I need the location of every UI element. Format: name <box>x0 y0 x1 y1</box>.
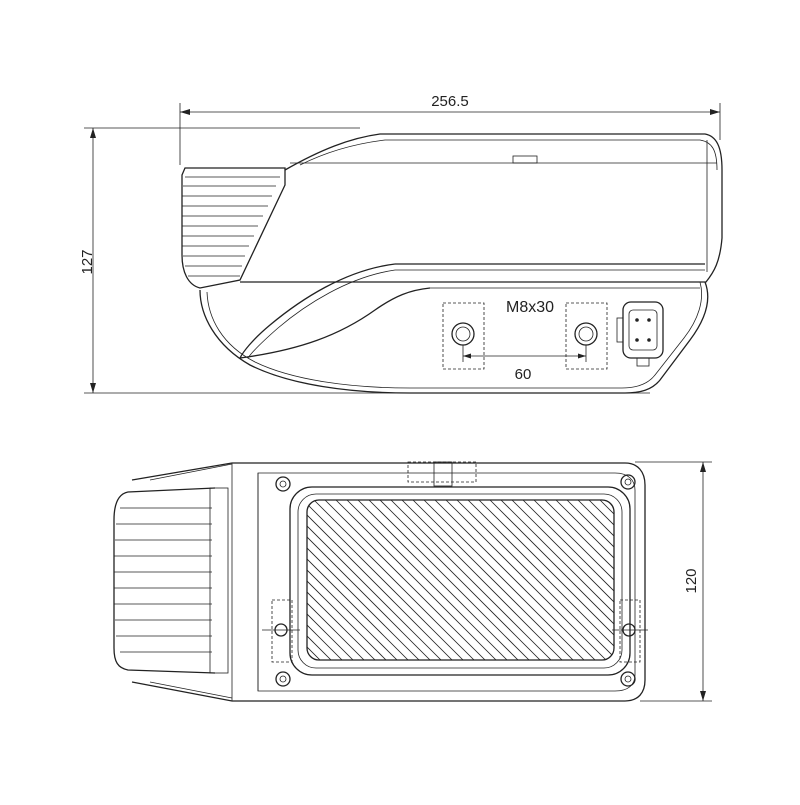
hatch-line <box>544 500 614 660</box>
upper-housing <box>240 133 723 283</box>
hatch-line <box>445 500 614 660</box>
top-pedal-ribs <box>113 463 233 699</box>
hatch-line <box>307 500 309 660</box>
dimension-height-label: 127 <box>79 249 96 274</box>
hatch-line <box>500 500 614 660</box>
nut-right <box>612 599 648 663</box>
hatch-line <box>533 500 614 660</box>
bolt-left <box>442 302 485 370</box>
dimension-length-label: 256.5 <box>431 93 469 110</box>
bolt-spec-label: M8x30 <box>506 299 554 316</box>
dimension-bolt-spacing-label: 60 <box>515 366 532 383</box>
tread-pad <box>127 486 800 676</box>
hatch-line <box>368 500 540 660</box>
hatch-line <box>307 500 320 660</box>
screw-bottom-left <box>275 671 291 687</box>
hatch-line <box>478 500 614 660</box>
screw-top-left <box>275 476 291 492</box>
pedal-ribs <box>181 167 286 289</box>
hatch-line <box>357 500 529 660</box>
hatch-line <box>307 500 430 660</box>
dimension-width: 120 <box>635 461 712 702</box>
hatch-line <box>307 500 419 660</box>
dimension-length: 256.5 <box>179 93 721 165</box>
hatch-line <box>324 500 496 660</box>
nut-left <box>262 599 300 663</box>
hatch-line <box>307 500 331 660</box>
hatch-line <box>307 500 474 660</box>
side-view: 256.5 127 <box>79 93 723 394</box>
dimension-bolt-spacing: 60 <box>462 345 587 383</box>
hatch-line <box>307 500 386 660</box>
hatch-line <box>522 500 614 660</box>
hatch-line <box>390 500 562 660</box>
screw-bottom-right <box>620 671 636 687</box>
hatch-line <box>412 500 584 660</box>
hatch-line <box>307 500 342 660</box>
hatch-line <box>127 500 297 670</box>
hatch-line <box>555 500 614 660</box>
hatch-line <box>401 500 573 660</box>
hatch-line <box>577 500 614 660</box>
hatch-line <box>633 500 800 670</box>
hatch-line <box>307 500 353 660</box>
hatch-line <box>307 500 364 660</box>
dimension-width-label: 120 <box>683 568 700 593</box>
screw-top-right <box>620 474 636 490</box>
hatch-line <box>423 500 595 660</box>
hatch-line <box>511 500 614 660</box>
top-view: 120 <box>113 461 800 702</box>
top-housing <box>131 462 646 702</box>
hatch-line <box>335 500 507 660</box>
lower-body <box>199 263 709 394</box>
hatch-line <box>307 500 408 660</box>
hatch-line <box>307 500 452 660</box>
hatch-line <box>307 500 441 660</box>
hatch-line <box>622 500 792 670</box>
hatch-line <box>644 500 800 670</box>
dimension-height: 127 <box>79 127 650 394</box>
hatch-line <box>313 500 485 660</box>
hatch-line <box>489 500 614 660</box>
hatch-line <box>467 500 614 660</box>
hatch-line <box>379 500 551 660</box>
hatch-line <box>307 500 375 660</box>
hatch-line <box>456 500 614 660</box>
hatch-line <box>434 500 606 660</box>
connector-icon <box>616 301 664 367</box>
tread-hatch <box>127 500 800 670</box>
hatch-line <box>346 500 518 660</box>
top-slot <box>407 461 477 487</box>
hatch-line <box>307 500 397 660</box>
bolt-right <box>565 302 608 370</box>
hatch-line <box>566 500 614 660</box>
hatch-line <box>307 500 463 660</box>
